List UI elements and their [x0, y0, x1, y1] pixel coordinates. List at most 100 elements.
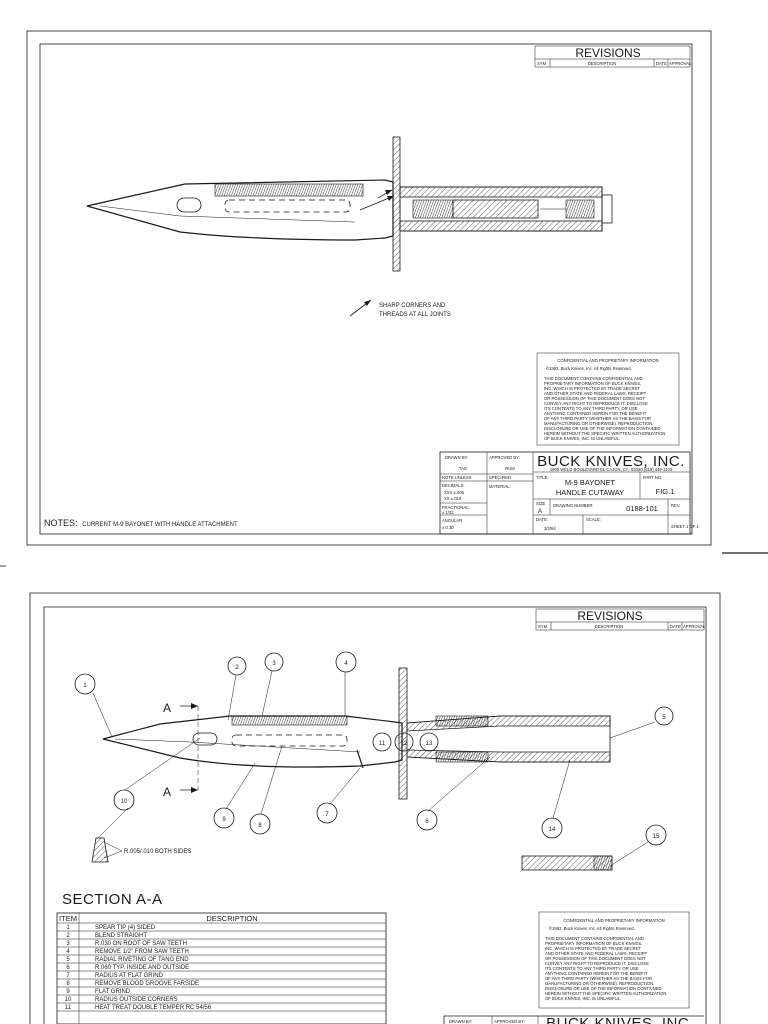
svg-text:9: 9	[222, 817, 226, 823]
svg-text:BLEND STRAIGHT: BLEND STRAIGHT	[95, 933, 147, 939]
table-row: 3 R.030 ON ROOT OF SAW TEETH	[66, 941, 187, 947]
balloon-11	[372, 732, 392, 752]
notes-label: NOTES:	[44, 518, 78, 528]
svg-text:13: 13	[426, 741, 433, 747]
svg-text:8: 8	[258, 823, 262, 829]
sheet-1: REVISIONS SYM DESCRIPTION DATE APPROVAL	[0, 30, 768, 567]
svg-text:4: 4	[66, 949, 70, 955]
revisions-title-2: REVISIONS	[577, 609, 642, 623]
balloon-3	[264, 652, 284, 672]
revisions-col-sym-2: SYM	[538, 624, 548, 629]
svg-text:3: 3	[66, 941, 70, 947]
angular-label: ANGULAR	[442, 518, 462, 523]
svg-text:7: 7	[325, 812, 329, 818]
balloon-10	[113, 789, 135, 811]
notes-text: CURRENT M-9 BAYONET WITH HANDLE ATTACHME…	[82, 522, 238, 528]
balloon-callouts: 1 2 3 4 5 6 7 8 9	[74, 651, 674, 867]
svg-text:3: 3	[272, 661, 276, 667]
svg-text:5: 5	[66, 957, 70, 963]
callout-line-1: SHARP CORNERS AND	[379, 303, 446, 309]
balloon-12	[394, 732, 414, 752]
title-line-1: M-9 BAYONET	[565, 478, 616, 487]
blade-grind-line	[99, 205, 356, 223]
balloon-8	[249, 813, 271, 835]
handle-lower-wall	[399, 220, 603, 232]
scale-label: SCALE:	[586, 517, 601, 522]
section-marker-top: A	[163, 701, 171, 715]
balloon-4	[335, 651, 357, 673]
fractional-value: ± 1/32	[442, 510, 454, 515]
handle-upper-wall	[399, 186, 603, 198]
section-profile	[91, 837, 109, 863]
revisions-col-approval-2: APPROVAL	[683, 624, 706, 629]
svg-text:10: 10	[65, 997, 72, 1003]
svg-text:HEAT TREAT DOUBLE TEMPER RC 54: HEAT TREAT DOUBLE TEMPER RC 54/56	[95, 1005, 212, 1011]
balloon-1	[74, 673, 96, 695]
radius-note: R.005/.010 BOTH SIDES	[124, 849, 191, 855]
confidential-copyright: ©1992, Buck Knives, Inc. All Rights Rese…	[546, 366, 632, 371]
saw-teeth	[214, 183, 364, 197]
balloon-15	[645, 824, 667, 846]
revisions-col-date: DATE	[656, 61, 667, 66]
bayonet-cutaway-drawing	[86, 136, 613, 272]
sharp-corners-callout: SHARP CORNERS AND THREADS AT ALL JOINTS	[349, 189, 451, 318]
decimals-xx: XX ±.010	[444, 496, 462, 501]
confidential-notice: CONFIDENTIAL AND PROPRIETARY INFORMATION…	[536, 352, 680, 446]
svg-text:7: 7	[66, 973, 70, 979]
size-value: A	[538, 509, 542, 515]
section-title: SECTION A-A	[62, 891, 163, 908]
revisions-col-date-2: DATE	[670, 624, 681, 629]
svg-text:FLAT GRIND: FLAT GRIND	[95, 989, 131, 995]
title-block-2: DRAWN BY: APPROVED BY: BUCK KNIVES, INC.	[443, 1015, 704, 1024]
balloon-6	[416, 809, 438, 831]
revisions-table: REVISIONS SYM DESCRIPTION DATE APPROVAL	[534, 45, 692, 68]
blade-hole	[176, 197, 202, 213]
sheet-2: REVISIONS SYM DESCRIPTION DATE APPROVAL	[29, 592, 721, 1024]
svg-text:RADIUS OUTSIDE CORNERS: RADIUS OUTSIDE CORNERS	[95, 997, 178, 1003]
revisions-col-description-2: DESCRIPTION	[595, 624, 624, 629]
svg-text:1: 1	[66, 925, 70, 931]
balloon-13	[419, 732, 439, 752]
company-name-2: BUCK KNIVES, INC.	[546, 1015, 694, 1024]
revisions-title: REVISIONS	[575, 46, 640, 60]
revisions-col-approval: APPROVAL	[669, 61, 692, 66]
note-specified: SPECIFIED	[489, 475, 511, 480]
drawing-number-value: 0188-101	[626, 504, 658, 513]
angular-value: ± 0 30'	[442, 525, 455, 530]
svg-text:11: 11	[65, 1005, 72, 1011]
fractional-label: FRACTIONAL	[442, 505, 469, 510]
sheet-1-outer-border	[26, 30, 712, 546]
svg-text:SPEAR TIP (4) SIDED: SPEAR TIP (4) SIDED	[95, 925, 156, 931]
table-row: 10 RADIUS OUTSIDE CORNERS	[65, 997, 178, 1003]
section-detail: R.005/.010 BOTH SIDES SECTION A-A	[62, 837, 613, 908]
table-row: 1 SPEAR TIP (4) SIDED	[66, 925, 155, 931]
note-unless: NOTE UNLESS	[442, 475, 472, 480]
svg-text:RADIUS AT FLAT GRIND: RADIUS AT FLAT GRIND	[95, 973, 164, 979]
drawing-number-label: DRAWING NUMBER:	[553, 503, 594, 508]
balloon-14	[541, 817, 563, 839]
revisions-col-description: DESCRIPTION	[588, 61, 617, 66]
date-value: 3/2/94	[544, 526, 556, 531]
confidential-copyright-2: ©1992, Buck Knives, Inc. All Rights Rese…	[549, 926, 635, 931]
confidential-notice-2: CONFIDENTIAL AND PROPRIETARY INFORMATION…	[538, 911, 690, 1009]
svg-text:15: 15	[653, 834, 660, 840]
sheet-2-inner-border	[43, 606, 707, 1024]
blood-groove	[224, 199, 351, 213]
svg-text:2: 2	[235, 665, 239, 671]
table-row: 11 HEAT TREAT DOUBLE TEMPER RC 54/56	[65, 1005, 212, 1011]
confidential-body-2: THIS DOCUMENT CONTAINS CONFIDENTIAL AND …	[545, 936, 668, 1001]
company-address: 1900 WELD BOULEVARD EL CAJON, CA. 92020 …	[550, 467, 673, 472]
balloon-9	[213, 807, 235, 829]
svg-text:REMOVE 1/2" FROM SAW TEETH: REMOVE 1/2" FROM SAW TEETH	[95, 949, 189, 955]
confidential-body: THIS DOCUMENT CONTAINS CONFIDENTIAL AND …	[544, 376, 667, 441]
svg-text:R.030 ON ROOT OF SAW TEETH: R.030 ON ROOT OF SAW TEETH	[95, 941, 187, 947]
material-label: MATERIAL:	[489, 484, 511, 489]
drawn-by-label: DRAWN BY:	[445, 455, 468, 460]
part-no-value: FIG.1	[656, 487, 675, 496]
svg-text:R.060 TYP. INSIDE AND OUTSIDE: R.060 TYP. INSIDE AND OUTSIDE	[95, 965, 189, 971]
date-label: DATE:	[536, 517, 548, 522]
